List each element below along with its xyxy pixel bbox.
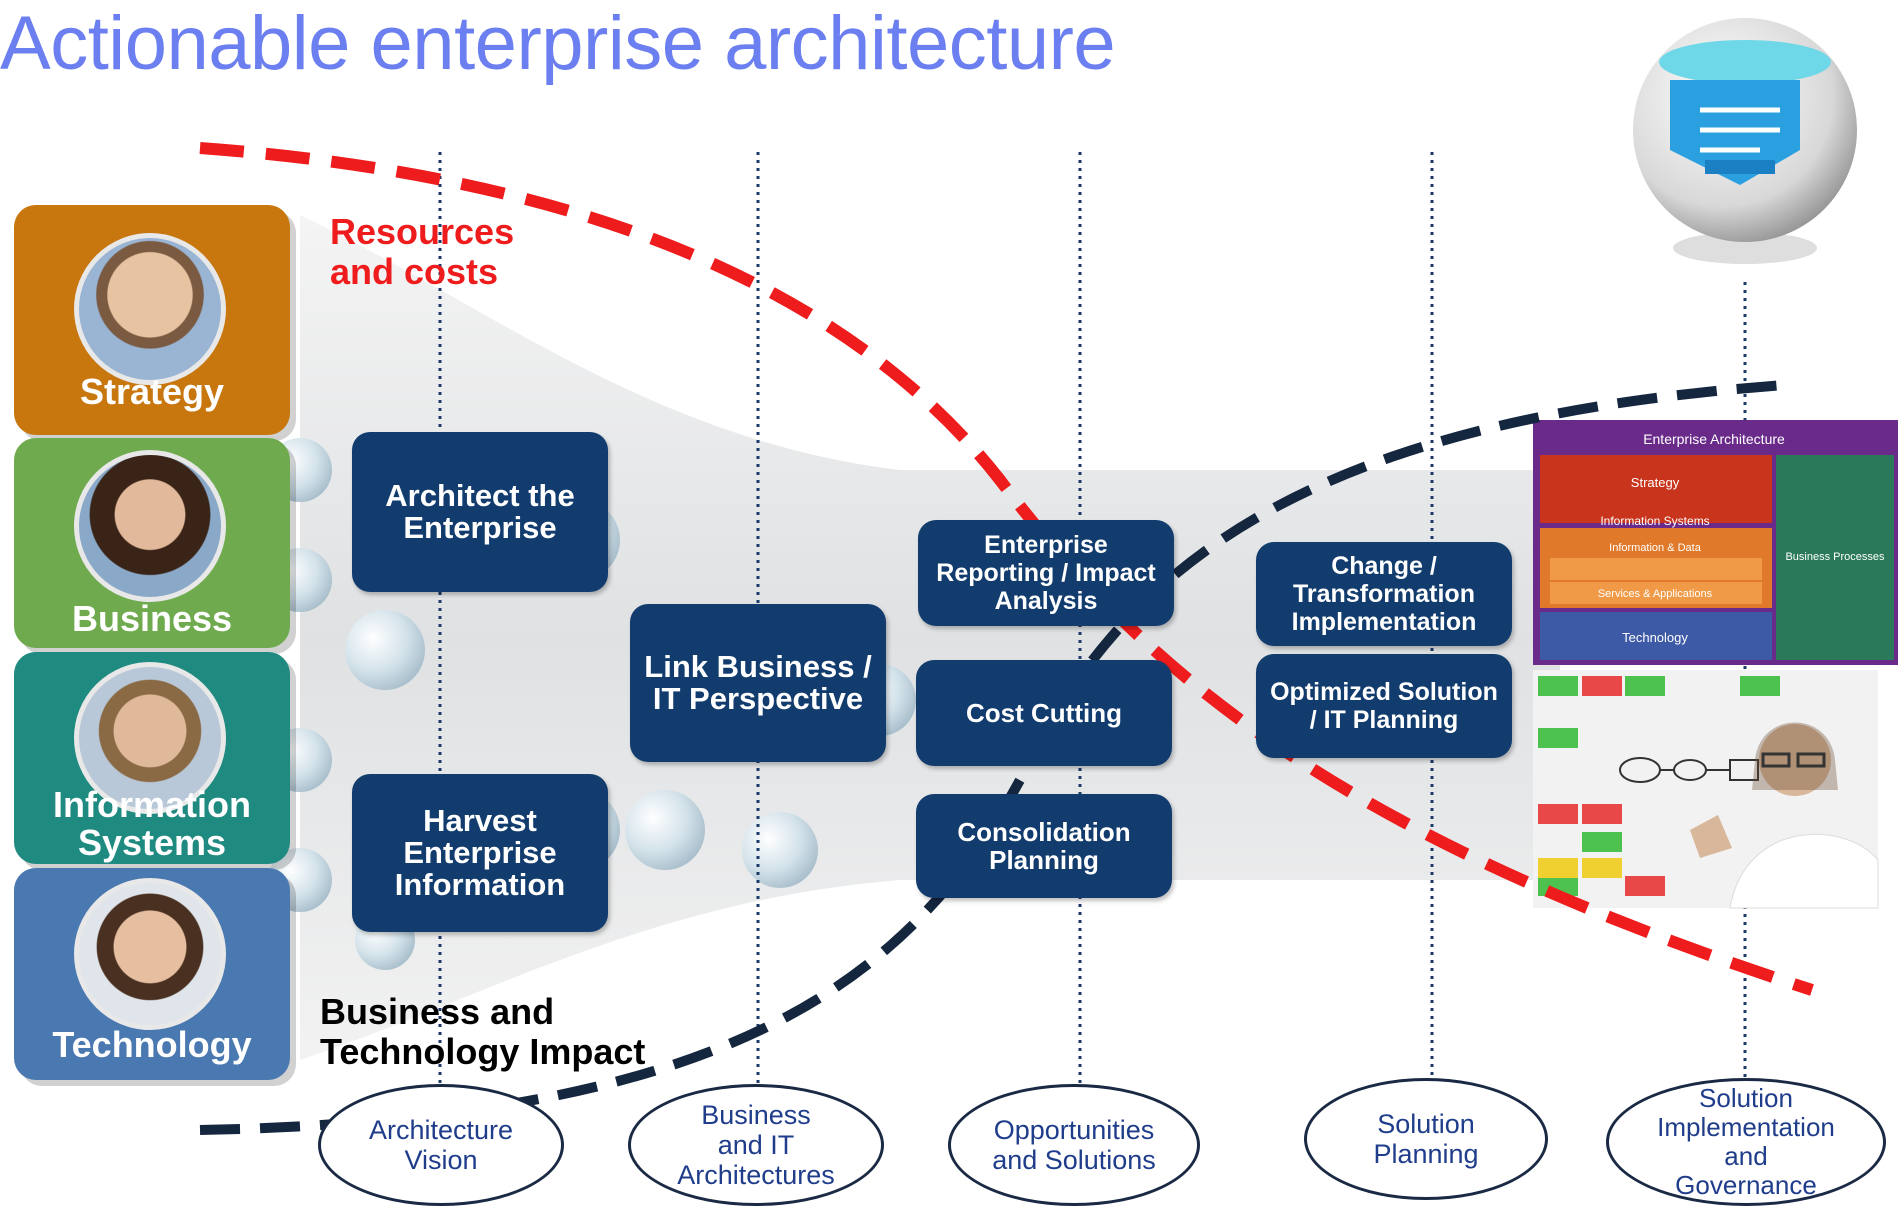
svg-text:Information Systems: Information Systems: [1600, 514, 1709, 528]
step-enterprise-reporting: Enterprise Reporting / Impact Analysis: [918, 520, 1174, 626]
avatar: [74, 878, 226, 1030]
resources-costs-label: Resources and costs: [330, 211, 515, 292]
phase-architecture-vision: Architecture Vision: [318, 1084, 564, 1206]
role-label: Technology: [52, 1024, 252, 1065]
avatar: [74, 662, 226, 814]
role-card-business: Business: [14, 438, 290, 648]
resources-curve: [199, 142, 1814, 996]
svg-text:Business Processes: Business Processes: [1785, 551, 1885, 563]
step-optimized-solution: Optimized Solution / IT Planning: [1256, 654, 1512, 758]
phase-opportunities-solutions: Opportunities and Solutions: [948, 1084, 1200, 1206]
step-cost-cutting: Cost Cutting: [916, 660, 1172, 766]
ea-architecture-panel: Enterprise Architecture Strategy Informa…: [1533, 420, 1898, 665]
impact-curve: [199, 380, 1786, 1135]
step-consolidation-planning: Consolidation Planning: [916, 794, 1172, 898]
step-architect-the-enterprise: Architect the Enterprise: [352, 432, 608, 592]
role-label: Business: [71, 598, 233, 639]
svg-text:Technology: Technology: [1622, 630, 1688, 645]
phase-business-it-architectures: Business and IT Architectures: [628, 1084, 884, 1206]
phase-solution-implementation-governance: Solution Implementation and Governance: [1606, 1078, 1886, 1206]
phase-solution-planning: Solution Planning: [1304, 1078, 1548, 1200]
svg-text:Strategy: Strategy: [1631, 475, 1680, 490]
role-card-technology: Technology: [14, 868, 290, 1080]
step-change-transformation: Change / Transformation Implementation: [1256, 542, 1512, 646]
page-title: Actionable enterprise architecture: [0, 1, 1116, 86]
avatar: [74, 233, 226, 385]
role-card-strategy: Strategy: [14, 205, 290, 435]
step-harvest-enterprise-information: Harvest Enterprise Information: [352, 774, 608, 932]
role-label: Information Systems: [53, 784, 251, 863]
step-link-business-it: Link Business / IT Perspective: [630, 604, 886, 762]
role-card-information-systems: Information Systems: [14, 652, 290, 864]
role-label: Strategy: [79, 371, 225, 412]
svg-text:Information & Data: Information & Data: [1609, 542, 1702, 554]
business-technology-impact-label: Business and Technology Impact: [320, 991, 646, 1072]
puzzle-logo-icon: [1633, 18, 1857, 264]
avatar: [74, 450, 226, 602]
presenter-heatmap-image: [1533, 670, 1879, 909]
svg-text:Enterprise Architecture: Enterprise Architecture: [1643, 431, 1785, 447]
svg-text:Services & Applications: Services & Applications: [1598, 588, 1713, 600]
